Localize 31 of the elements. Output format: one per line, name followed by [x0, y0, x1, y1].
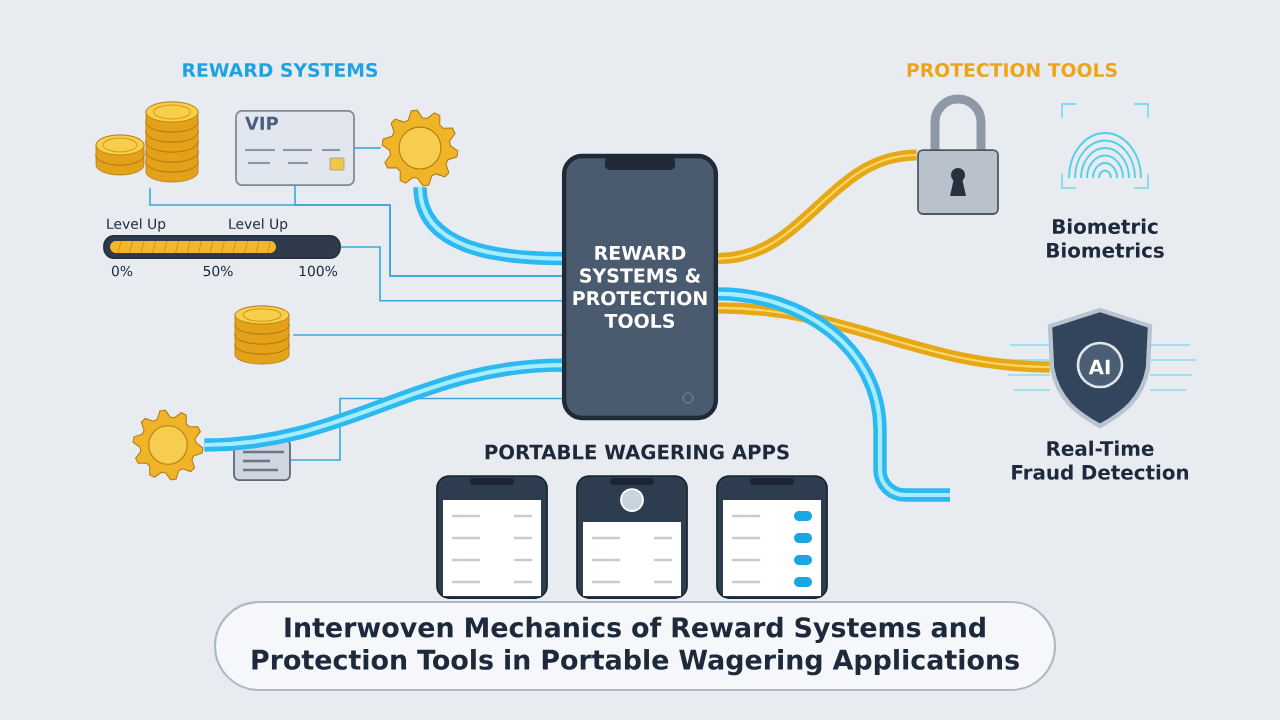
- bar-label: 50%: [203, 265, 233, 277]
- node-label: Real-Time Fraud Detection: [1012, 440, 1189, 480]
- section-heading: REWARD SYSTEMS: [183, 62, 378, 78]
- connector-line: [354, 147, 382, 149]
- bar-label: 0%: [111, 265, 133, 277]
- gear-drawing: [132, 409, 204, 481]
- fingerprint-drawing: Biometric Biometrics: [1047, 103, 1164, 258]
- chain: [717, 149, 918, 265]
- cable: [717, 287, 950, 502]
- bar-label: Level Up: [229, 218, 288, 232]
- connector-line: [294, 185, 563, 277]
- app-screen-drawing: [436, 475, 548, 599]
- coin-stack-drawing: [95, 101, 199, 183]
- cable: [204, 358, 563, 452]
- card: VIP: [235, 110, 355, 186]
- bar-label: 100%: [299, 265, 338, 277]
- connector-line: [340, 246, 563, 302]
- section-heading: PORTABLE WAGERING APPS: [485, 444, 789, 460]
- app-screen-drawing: [716, 475, 828, 599]
- padlock-drawing: [917, 94, 999, 215]
- phone-screen: REWARD SYSTEMS & PROTECTION TOOLS: [561, 153, 719, 421]
- connector-line: [292, 334, 563, 336]
- section-heading: PROTECTION TOOLS: [907, 62, 1117, 78]
- app-screen-drawing: [576, 475, 688, 599]
- title-banner: Interwoven Mechanics of Reward Systems and Protection Tools in Portable Wagering Applications: [213, 600, 1057, 692]
- cable: [413, 186, 563, 266]
- bar-label: Level Up: [107, 218, 166, 232]
- gear-drawing: [381, 109, 459, 187]
- shield-drawing: AI Real-Time Fraud Detection: [1003, 307, 1197, 480]
- chain: [717, 302, 1050, 373]
- coin-stack-drawing: [234, 305, 290, 365]
